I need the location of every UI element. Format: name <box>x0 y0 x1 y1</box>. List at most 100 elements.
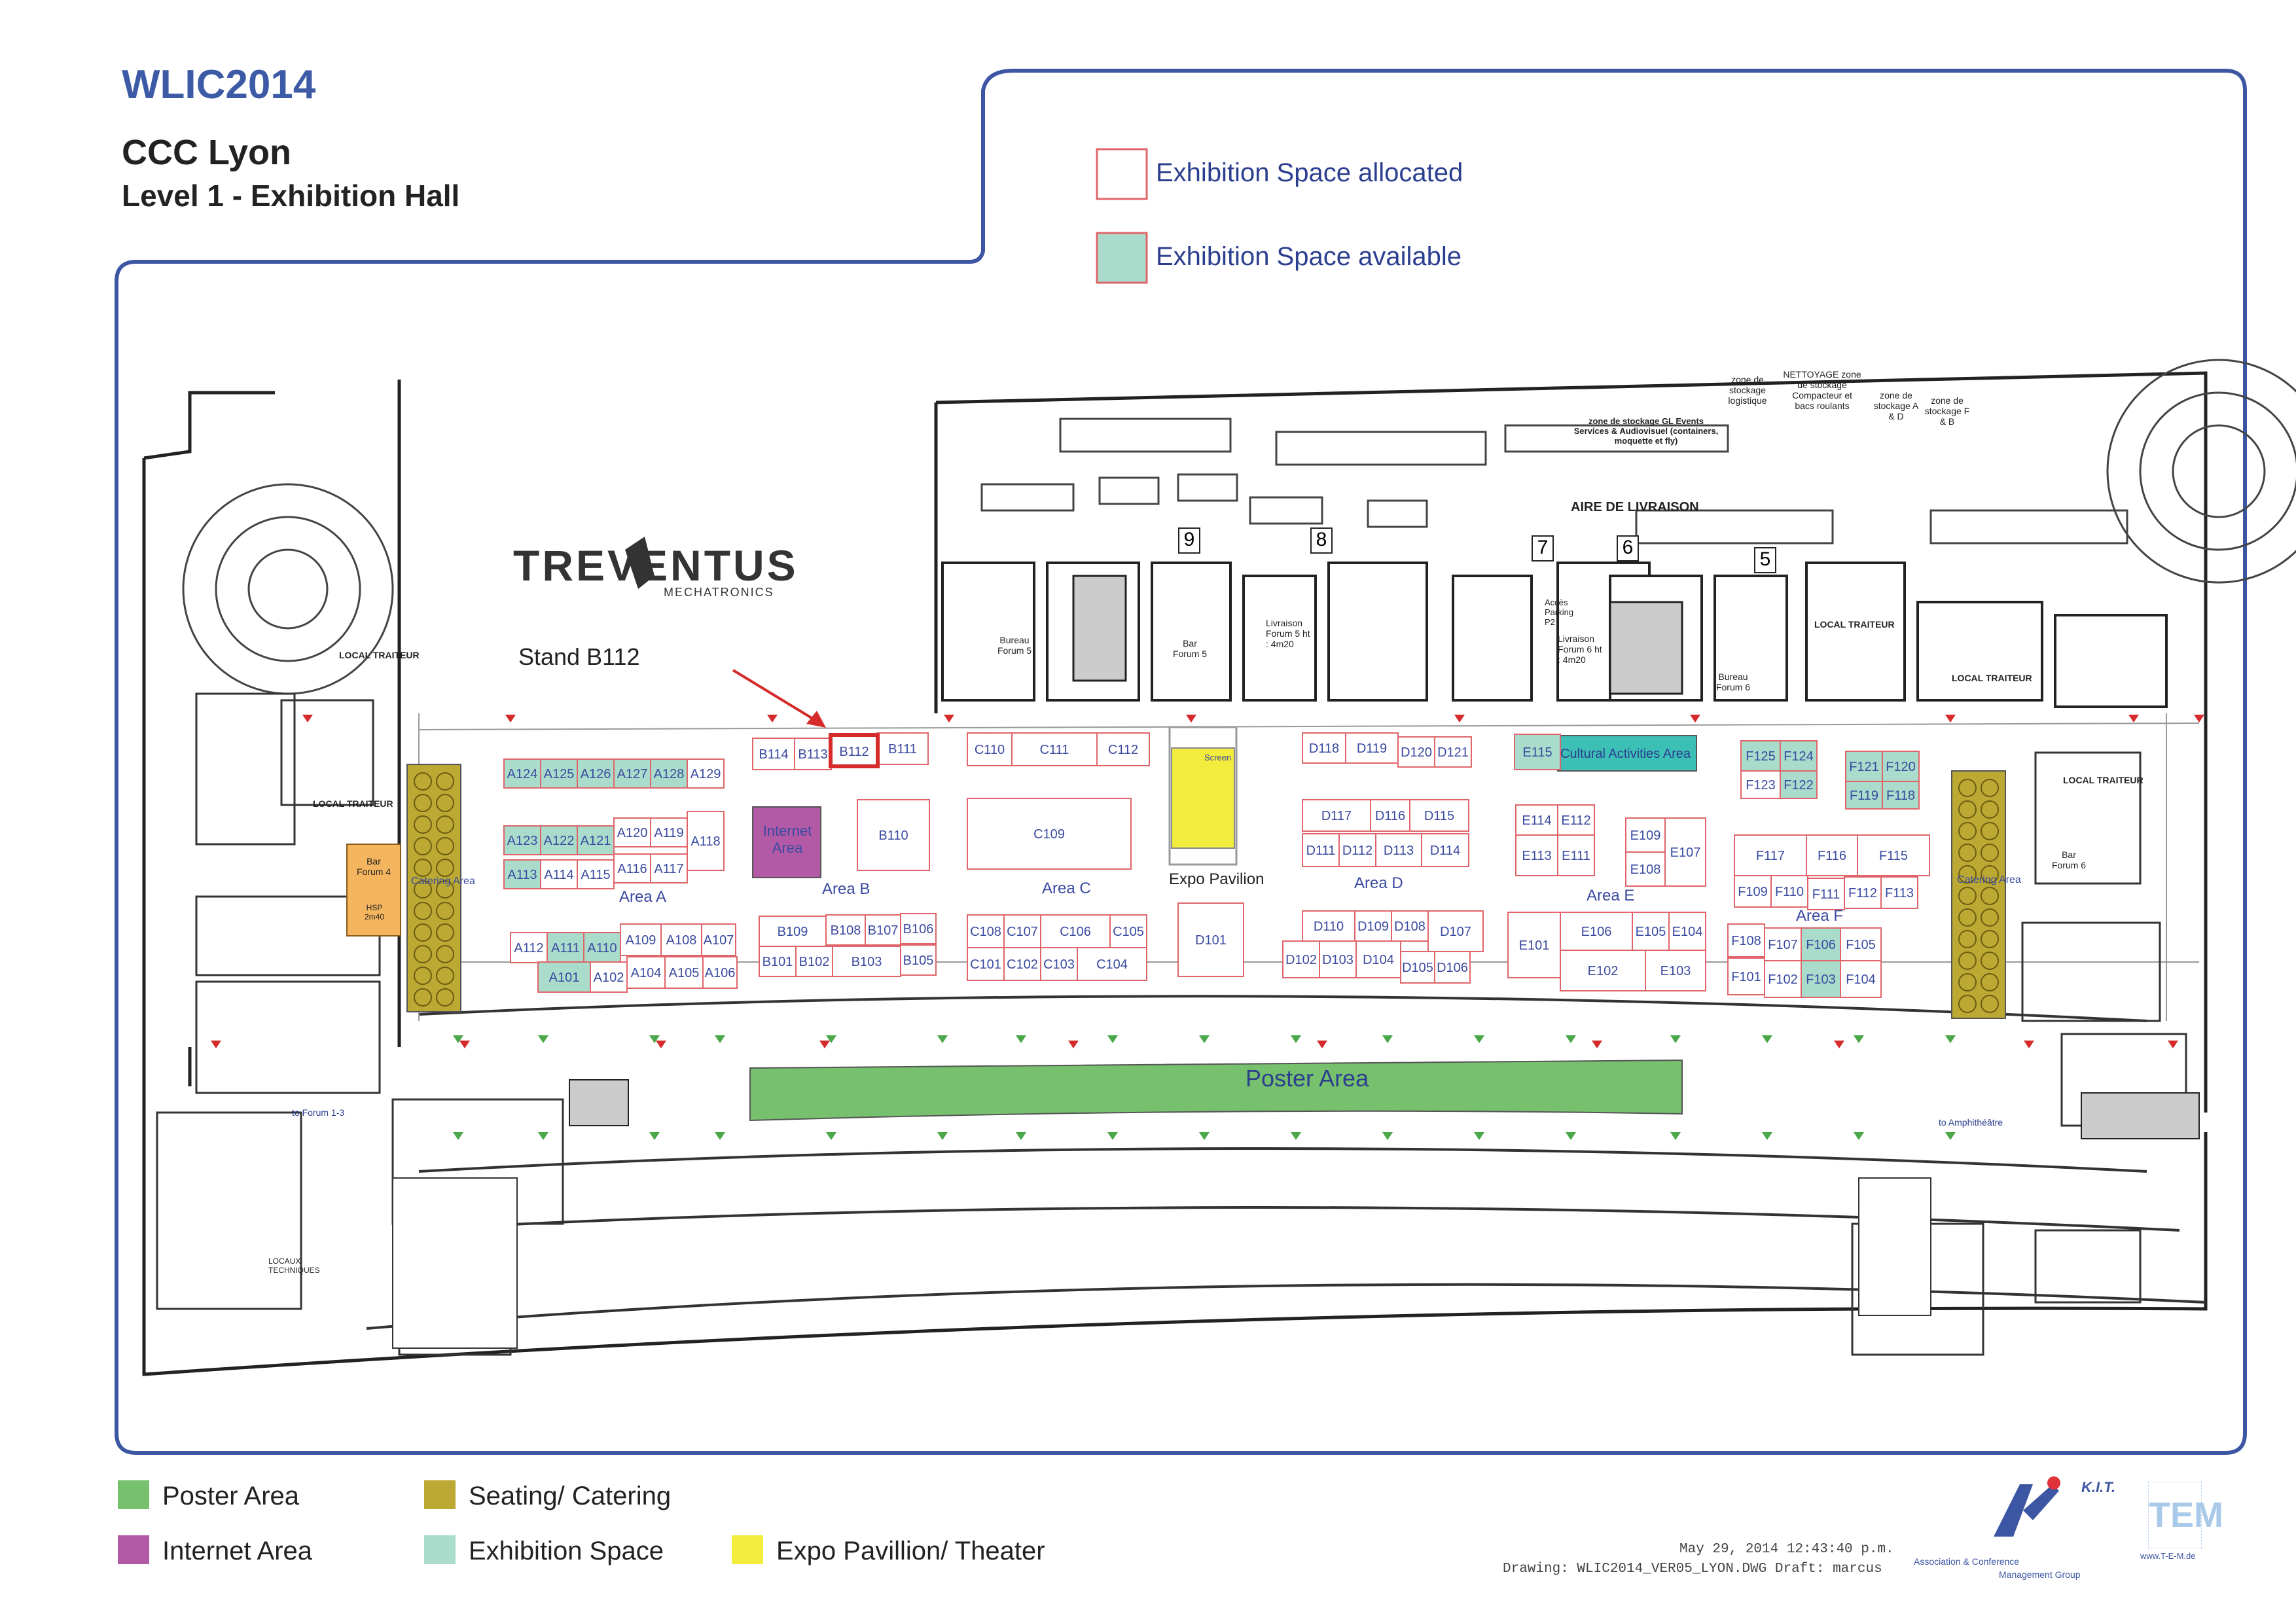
booth-label-c112: C112 <box>1108 743 1138 757</box>
booth-label-e106: E106 <box>1581 925 1612 939</box>
booth-d121 <box>1434 736 1472 768</box>
booth-c106 <box>1040 914 1111 948</box>
livraison-label: AIRE DE LIVRAISON <box>1571 500 1699 514</box>
booth-label-d113: D113 <box>1384 844 1414 858</box>
catering-seat <box>414 772 432 791</box>
exit-marker <box>2128 715 2139 722</box>
catering-left-label: Catering Area <box>411 876 475 887</box>
booth-label-d111: D111 <box>1306 844 1336 858</box>
booth-f119 <box>1845 781 1883 810</box>
gl-events-label: zone de stockage GL Events Services & Au… <box>1573 416 1719 446</box>
exit-marker <box>656 1041 666 1048</box>
elevator-core <box>1072 575 1127 682</box>
booth-label-e113: E113 <box>1522 849 1551 863</box>
treventus-logo: TREVENTUS <box>513 541 798 590</box>
booth-a122 <box>540 825 578 855</box>
exit-marker <box>1186 715 1196 722</box>
entrance-marker <box>1566 1132 1576 1140</box>
booth-label-d107: D107 <box>1440 925 1471 939</box>
booth-label-a107: A107 <box>704 933 734 948</box>
booth-label-f121: F121 <box>1849 760 1879 774</box>
entrance-marker <box>1945 1035 1956 1043</box>
booth-label-b103: B103 <box>852 955 882 969</box>
booth-f112 <box>1844 876 1882 909</box>
booth-c105 <box>1109 914 1147 948</box>
spiral-stair-right <box>2106 359 2296 584</box>
booth-label-a111: A111 <box>551 941 580 955</box>
booth-label-f103: F103 <box>1806 972 1836 987</box>
booth-label-f117: F117 <box>1756 849 1785 863</box>
exit-marker <box>505 715 516 722</box>
booth-label-a129: A129 <box>691 767 721 781</box>
booth-e111 <box>1557 834 1595 876</box>
booth-d104 <box>1355 940 1401 978</box>
booth-label-e109: E109 <box>1630 829 1661 843</box>
spiral-stair-left <box>182 483 394 695</box>
booth-c112 <box>1096 732 1150 766</box>
catering-seat <box>414 794 432 812</box>
booth-label-a125: A125 <box>544 767 575 781</box>
service-rooms <box>941 562 2168 708</box>
catering-seat <box>414 815 432 834</box>
booth-label-d109: D109 <box>1357 919 1389 934</box>
booth-label-d106: D106 <box>1437 961 1468 975</box>
booth-label-b101: B101 <box>762 955 793 969</box>
entrance-marker <box>1854 1035 1864 1043</box>
catering-seat <box>436 772 454 791</box>
catering-seat <box>414 923 432 942</box>
booth-label-e105: E105 <box>1636 925 1666 939</box>
catering-seat <box>1981 995 1999 1013</box>
booth-a107 <box>701 923 736 956</box>
entrance-marker <box>649 1132 660 1140</box>
entrance-marker <box>1945 1132 1956 1140</box>
booth-a120 <box>613 817 651 847</box>
legend-internet-swatch <box>118 1535 149 1564</box>
exit-marker <box>211 1041 221 1048</box>
booth-label-f112: F112 <box>1848 886 1877 901</box>
legend-available-swatch <box>1096 232 1148 284</box>
entrance-marker <box>937 1132 948 1140</box>
booth-d110 <box>1302 910 1355 942</box>
exit-marker <box>819 1041 830 1048</box>
booth-d106 <box>1434 951 1471 984</box>
exit-marker <box>1690 715 1700 722</box>
booth-label-f120: F120 <box>1886 760 1916 774</box>
to-forum-label: to Forum 1-3 <box>292 1107 345 1118</box>
booth-label-a120: A120 <box>617 826 648 840</box>
exit-marker <box>1317 1041 1327 1048</box>
booth-label-c101: C101 <box>970 957 1001 972</box>
booth-label-f113: F113 <box>1885 886 1914 901</box>
parking-core <box>1609 601 1683 695</box>
booth-a113 <box>503 859 541 889</box>
catering-seat <box>1958 887 1977 905</box>
area-c-label: Area C <box>1042 880 1091 897</box>
booth-label-a115: A115 <box>581 868 610 882</box>
catering-seat <box>436 923 454 942</box>
bar-forum-4 <box>346 844 401 936</box>
booth-d107 <box>1427 910 1484 952</box>
booth-label-b114: B114 <box>759 747 788 762</box>
entrance-marker <box>1762 1132 1772 1140</box>
catering-seat <box>414 967 432 985</box>
booth-f101 <box>1727 957 1765 995</box>
catering-seat <box>436 945 454 963</box>
event-title: WLIC2014 <box>122 62 316 107</box>
booth-c111 <box>1011 732 1098 766</box>
booth-label-d101: D101 <box>1195 933 1227 948</box>
to-amphi-label: to Amphithéâtre <box>1939 1117 2003 1128</box>
catering-seat <box>1981 779 1999 797</box>
booth-label-d112: D112 <box>1342 844 1372 858</box>
entrance-marker <box>1107 1035 1118 1043</box>
entrance-marker <box>538 1132 548 1140</box>
map-frame <box>115 69 2247 1455</box>
legend-exhibition-label: Exhibition Space <box>469 1537 664 1565</box>
booth-label-b110: B110 <box>878 829 908 843</box>
booth-f113 <box>1880 876 1918 909</box>
entrance-marker <box>1670 1035 1681 1043</box>
booth-label-d103: D103 <box>1322 953 1354 967</box>
porte-5: 5 <box>1754 547 1776 573</box>
booth-label-a112: A112 <box>514 941 543 955</box>
legend-internet-label: Internet Area <box>162 1537 313 1565</box>
booth-label-e111: E111 <box>1562 849 1590 863</box>
booth-label-a126: A126 <box>581 767 611 781</box>
